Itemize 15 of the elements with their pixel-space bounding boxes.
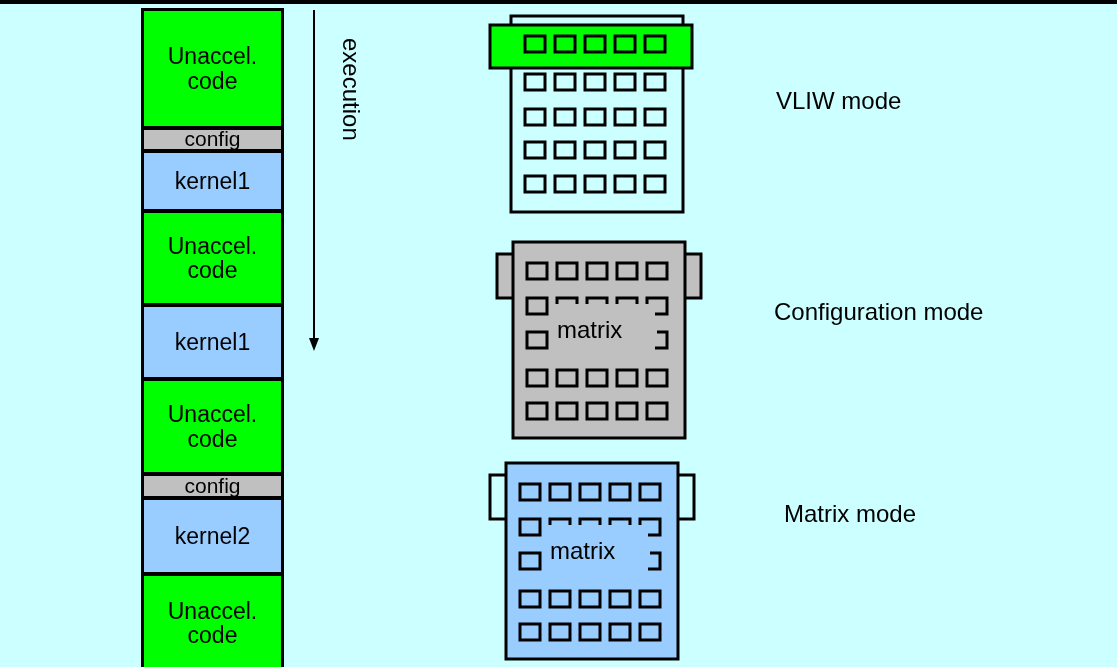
array-label: matrix <box>557 318 623 342</box>
kernel-segment: kernel1 <box>141 304 284 380</box>
kernel-segment: kernel2 <box>141 497 284 575</box>
kernel-segment: kernel1 <box>141 150 284 212</box>
code-segment: Unaccel. code <box>141 378 284 475</box>
array-label: matrix <box>550 539 616 563</box>
config-segment: config <box>141 473 284 499</box>
mode-label: Matrix mode <box>784 501 917 528</box>
config-segment: config <box>141 127 284 152</box>
mode-label: Configuration mode <box>774 299 984 326</box>
mode-label: VLIW mode <box>776 88 902 115</box>
axis-label: execution <box>338 38 365 141</box>
code-segment: Unaccel. code <box>141 210 284 306</box>
code-segment: Unaccel. code <box>141 8 284 129</box>
code-segment: Unaccel. code <box>141 573 284 667</box>
